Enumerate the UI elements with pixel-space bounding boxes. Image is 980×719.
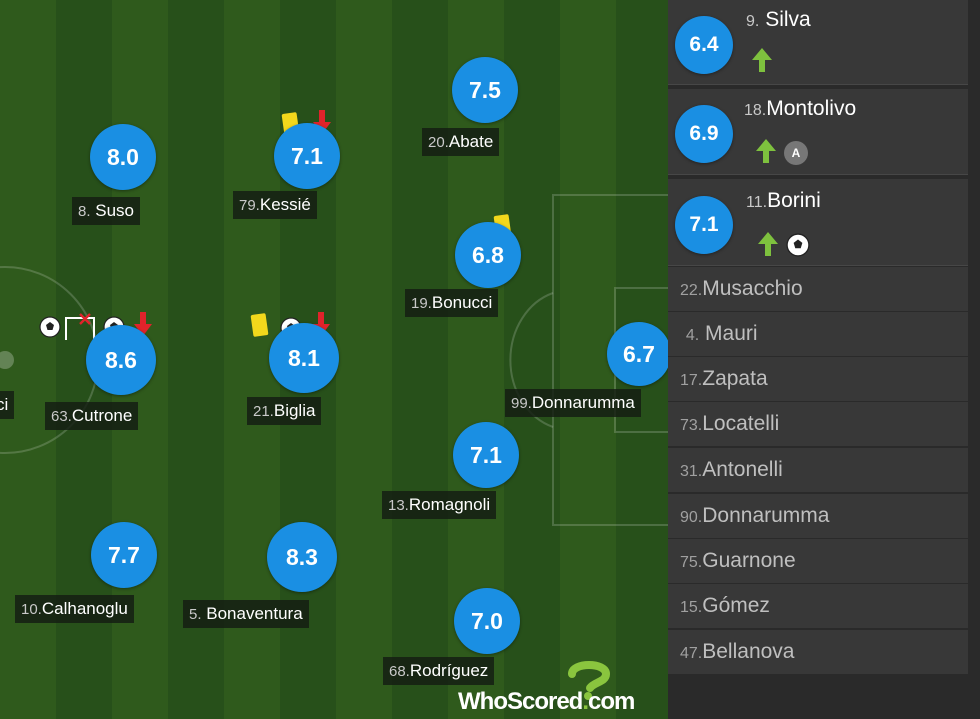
player-name-plate[interactable]: 63.Cutrone	[45, 402, 139, 430]
player-number: 90.	[680, 509, 703, 526]
player-number: 11.	[746, 194, 768, 211]
player-number: 79.	[239, 197, 260, 214]
bench-row[interactable]: 4. Mauri	[668, 312, 968, 357]
rating-bubble[interactable]: 7.1	[453, 422, 519, 488]
player-name: Biglia	[273, 401, 316, 420]
player-name: Musacchio	[702, 277, 803, 300]
sub-in-arrow-icon	[756, 139, 776, 163]
player-name: Guarnone	[702, 549, 796, 572]
player-number: 4.	[685, 327, 700, 344]
logo-mark-icon	[568, 661, 611, 700]
player-number: 73.	[680, 417, 703, 434]
sidebar-scroll-gutter	[968, 0, 980, 719]
player-number: 13.	[388, 497, 409, 514]
player-number: 22.	[680, 282, 703, 299]
player-name: Antonelli	[702, 458, 783, 481]
player-name: Montolivo	[766, 97, 857, 120]
player-number: 21.	[253, 403, 274, 420]
yellow-card-icon	[250, 313, 269, 337]
player-number: 47.	[680, 645, 703, 662]
rating-bubble: 7.1	[675, 196, 733, 254]
bench-row[interactable]: 90.Donnarumma	[668, 494, 968, 539]
player-number: 9.	[746, 13, 760, 30]
rating-bubble[interactable]: 7.0	[454, 588, 520, 654]
player-number: 10.	[21, 601, 42, 618]
player-name: Donnarumma	[531, 393, 635, 412]
rating-bubble[interactable]: 6.7	[607, 322, 668, 386]
player-name-plate[interactable]: 10.Calhanoglu	[15, 595, 134, 623]
assist-badge-icon: A	[784, 141, 808, 165]
player-name: Borini	[767, 189, 821, 212]
player-name: Romagnoli	[408, 495, 491, 514]
player-name: Cutrone	[71, 406, 133, 425]
bench-row[interactable]: 31.Antonelli	[668, 448, 968, 493]
player-number: 75.	[680, 554, 703, 571]
goal-ball-icon	[39, 316, 61, 338]
player-number: 18.	[744, 102, 767, 119]
player-name: Calhanoglu	[41, 599, 128, 618]
rating-bubble[interactable]: 7.5	[452, 57, 518, 123]
player-name: Suso	[95, 201, 134, 220]
player-name: Abate	[448, 132, 494, 151]
player-number: 68.	[389, 663, 410, 680]
substitute-row[interactable]: 7.1 11.Borini	[668, 179, 968, 266]
player-name: Silva	[765, 8, 811, 31]
rating-bubble[interactable]: 8.1	[269, 323, 339, 393]
player-name-plate[interactable]: 19.Bonucci	[405, 289, 499, 317]
player-number: 15.	[680, 599, 703, 616]
player-name: Bonucci	[431, 293, 493, 312]
player-name: Gómez	[702, 594, 770, 617]
sub-in-arrow-icon	[752, 48, 772, 72]
own-goal-icon	[65, 313, 95, 340]
player-name-plate[interactable]: 99.Donnarumma	[505, 389, 641, 417]
player-number: 20.	[428, 134, 449, 151]
player-name: Kessié	[259, 195, 311, 214]
rating-bubble[interactable]: 8.0	[90, 124, 156, 190]
player-name-plate[interactable]: 20.Abate	[422, 128, 500, 156]
player-name: Rodríguez	[409, 661, 489, 680]
player-name: Zapata	[702, 367, 768, 390]
pitch: 8.0 8. Suso 7.1 79.Kessié 7.5 20.Abate 6…	[0, 0, 668, 719]
player-name: Donnarumma	[702, 504, 830, 527]
bench-row[interactable]: 75.Guarnone	[668, 539, 968, 584]
bench-row[interactable]: 47.Bellanova	[668, 630, 968, 675]
player-number: 17.	[680, 372, 703, 389]
player-name: Locatelli	[702, 412, 780, 435]
player-name-plate-partial[interactable]: ci	[0, 391, 15, 419]
player-name-plate[interactable]: 8. Suso	[72, 197, 140, 225]
player-number: 5.	[189, 606, 202, 623]
player-name: Bellanova	[702, 640, 795, 663]
rating-bubble: 6.4	[675, 16, 733, 74]
rating-bubble: 6.9	[675, 105, 733, 163]
player-number: 19.	[411, 295, 432, 312]
substitute-row[interactable]: 6.9 18.Montolivo A	[668, 89, 968, 175]
player-name: Mauri	[705, 322, 758, 345]
player-name: ci	[0, 395, 9, 414]
player-name-plate[interactable]: 68.Rodríguez	[383, 657, 495, 685]
rating-bubble[interactable]: 7.7	[91, 522, 157, 588]
substitute-row[interactable]: 6.4 9. Silva	[668, 0, 968, 85]
player-name-plate[interactable]: 21.Biglia	[247, 397, 322, 425]
player-name: Bonaventura	[206, 604, 303, 623]
player-name-plate[interactable]: 13.Romagnoli	[382, 491, 497, 519]
player-number: 63.	[51, 408, 72, 425]
rating-bubble[interactable]: 7.1	[274, 123, 340, 189]
rating-bubble[interactable]: 8.6	[86, 325, 156, 395]
bench-row[interactable]: 15.Gómez	[668, 584, 968, 629]
player-number: 31.	[680, 463, 703, 480]
bench-row[interactable]: 17.Zapata	[668, 357, 968, 402]
bench-row[interactable]: 22.Musacchio	[668, 267, 968, 312]
player-name-plate[interactable]: 5. Bonaventura	[183, 600, 309, 628]
goal-ball-icon	[786, 233, 810, 257]
logo-text: WhoScored.com	[458, 688, 635, 715]
rating-bubble[interactable]: 8.3	[267, 522, 337, 592]
substitutes-panel: 6.4 9. Silva 6.9 18.Montolivo A 7.1 11.B…	[668, 0, 980, 719]
player-name-plate[interactable]: 79.Kessié	[233, 191, 317, 219]
bench-row[interactable]: 73.Locatelli	[668, 402, 968, 447]
player-number: 8.	[78, 203, 91, 220]
sub-in-arrow-icon	[758, 232, 778, 256]
whoscored-logo[interactable]: WhoScored.com	[458, 660, 658, 715]
player-number: 99.	[511, 395, 532, 412]
rating-bubble[interactable]: 6.8	[455, 222, 521, 288]
